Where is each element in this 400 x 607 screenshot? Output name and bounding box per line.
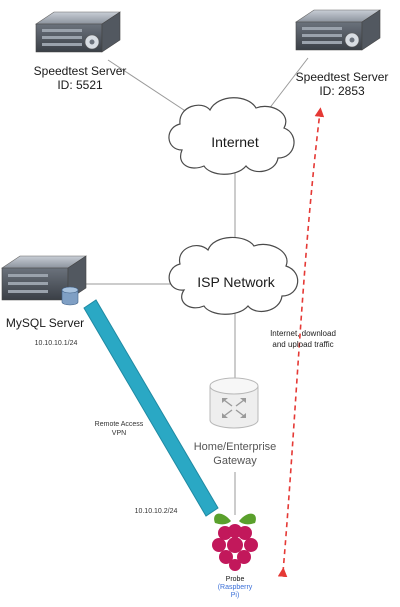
- traffic-label: Internet, download and upload traffic: [248, 328, 358, 350]
- isp-network-label: ISP Network: [197, 274, 275, 290]
- server-right-name: Speedtest Server: [295, 70, 389, 84]
- server-right-label: Speedtest Server ID: 2853: [284, 70, 400, 98]
- raspberry-pi-icon: [212, 513, 258, 571]
- gateway-label: Home/Enterprise Gateway: [176, 440, 294, 468]
- gateway-label-line1: Home/Enterprise: [193, 441, 277, 453]
- gateway-icon: [209, 377, 259, 429]
- mysql-server-label: MySQL Server: [5, 316, 85, 330]
- mysql-ip-label: 10.10.10.1/24: [34, 340, 78, 347]
- vpn-tunnel: [83, 299, 219, 517]
- speedtest-server-right-icon: [295, 9, 381, 51]
- vpn-label: Remote Access VPN: [84, 420, 154, 438]
- gateway-label-line2: Gateway: [213, 455, 257, 467]
- probe-label-line1: Probe: [225, 576, 245, 583]
- link-server-left-internet: [107, 59, 197, 119]
- vpn-label-line1: Remote Access: [94, 421, 144, 428]
- traffic-label-line1: Internet, download: [270, 329, 336, 338]
- probe-label-line2: (Raspberry: [217, 584, 253, 591]
- server-left-id: ID: 5521: [57, 78, 103, 92]
- internet-cloud: [168, 97, 295, 175]
- traffic-arrow: [277, 107, 325, 578]
- isp-network-cloud: [168, 236, 299, 315]
- traffic-label-line2: and upload traffic: [272, 340, 334, 349]
- speedtest-server-left-icon: [35, 11, 121, 53]
- internet-label: Internet: [211, 134, 259, 150]
- server-left-label: Speedtest Server ID: 5521: [20, 64, 140, 92]
- server-left-name: Speedtest Server: [33, 64, 127, 78]
- probe-label: Probe (Raspberry Pi): [205, 576, 265, 600]
- mysql-server-icon: [1, 255, 87, 306]
- vpn-label-line2: VPN: [111, 430, 127, 437]
- server-right-id: ID: 2853: [319, 84, 365, 98]
- probe-ip-label: 10.10.10.2/24: [134, 508, 178, 515]
- probe-label-line3: Pi): [230, 592, 240, 599]
